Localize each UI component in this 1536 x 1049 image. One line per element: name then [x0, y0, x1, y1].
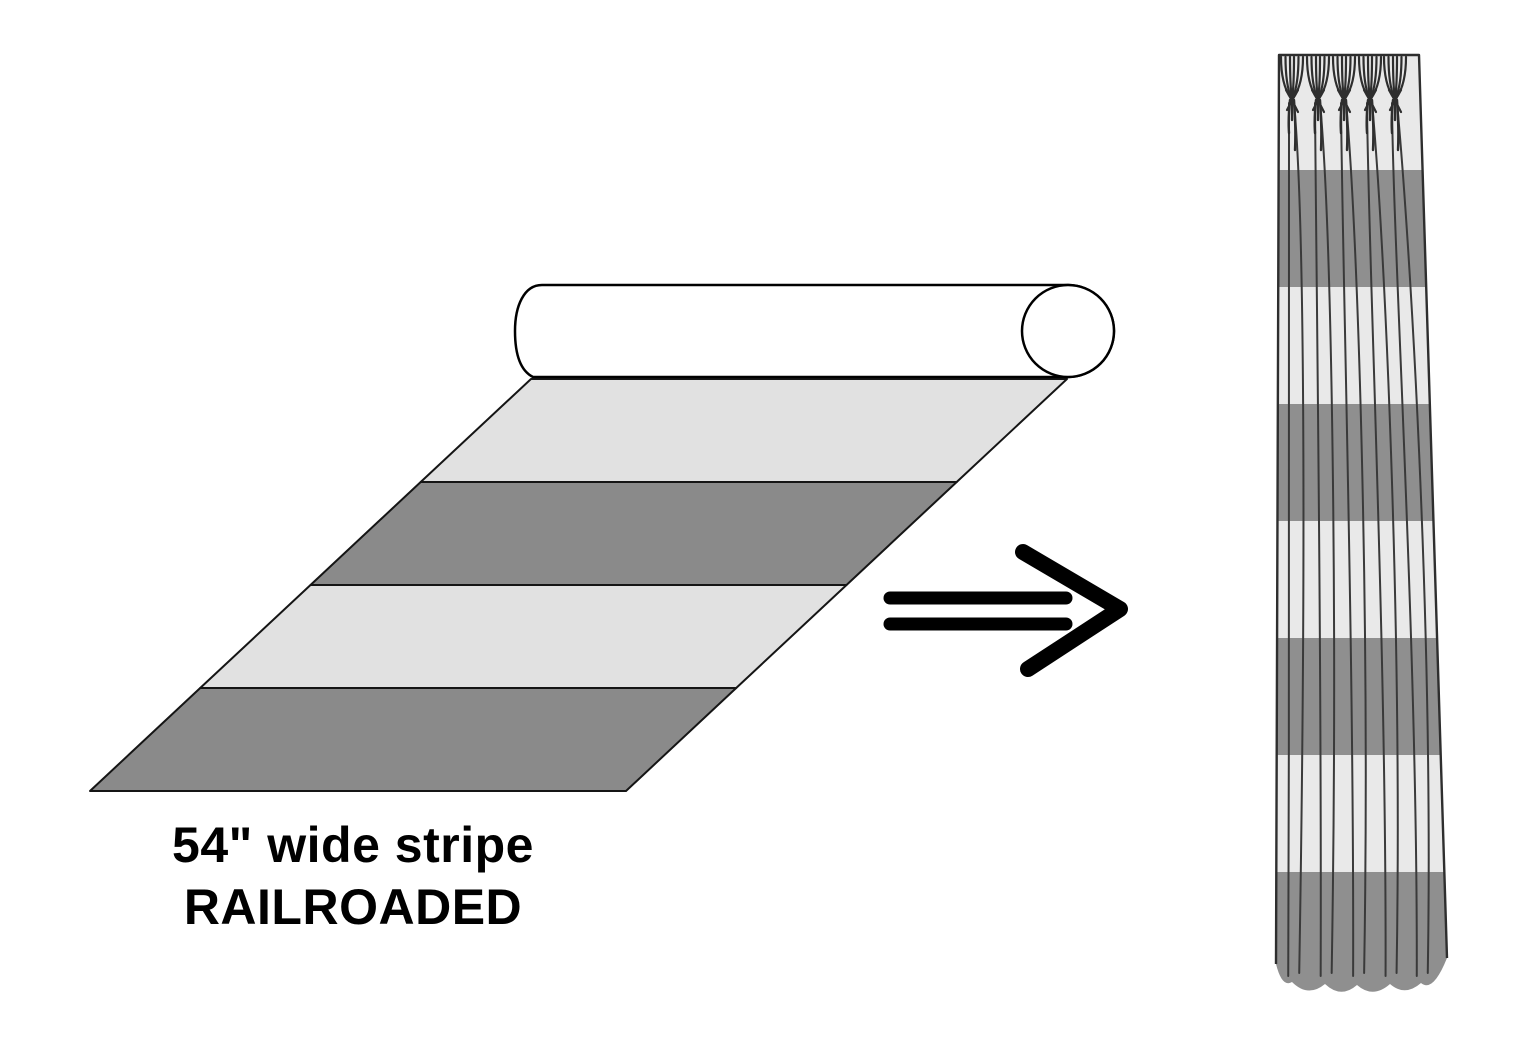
fabric-stripe-2-dark — [309, 481, 958, 586]
pinch-pleat-5 — [1382, 55, 1408, 152]
pleat-3-tail-right — [1344, 98, 1349, 152]
caption-line-1: 54" wide stripe — [172, 817, 534, 873]
right-arrow-icon — [883, 544, 1128, 677]
pleat-1-fan-line-4 — [1291, 55, 1296, 100]
pleat-4-tail-right — [1370, 98, 1375, 152]
pleat-1-tail-left — [1287, 98, 1292, 135]
pleat-5-tail-right — [1395, 98, 1400, 152]
curtain-outline — [1274, 53, 1449, 965]
pleat-4-fan-line-4 — [1369, 55, 1374, 100]
curtain-stripe-5-light — [1277, 521, 1438, 638]
curtain-fold-line-1a — [1287, 102, 1291, 977]
curtain-fold-line-3a — [1340, 102, 1355, 977]
curtain-fold-line-5a — [1391, 102, 1418, 977]
pinch-pleat-1 — [1279, 55, 1305, 152]
pinch-pleat-curtain — [1274, 53, 1449, 992]
curtain-stripe-3-light — [1277, 287, 1430, 404]
curtain-fold-line-5b — [1396, 102, 1430, 974]
caption: 54" wide stripe RAILROADED — [172, 817, 534, 935]
pleat-5-tail-left — [1390, 98, 1395, 135]
fabric-stripes — [89, 378, 1068, 792]
fabric-roll-end-circle — [1020, 283, 1116, 379]
curtain-fold-line-1b — [1293, 102, 1305, 974]
fabric-stripe-1-light — [419, 378, 1068, 483]
curtain-stripe-7-light — [1276, 755, 1445, 872]
curtain-pleats — [1279, 55, 1408, 152]
pleat-3-tail-left — [1339, 98, 1344, 135]
caption-line-2: RAILROADED — [184, 879, 522, 935]
curtain-fold-line-3b — [1345, 102, 1367, 974]
fabric-stripe-4-dark — [89, 687, 738, 792]
pinch-pleat-4 — [1357, 55, 1383, 152]
pleat-1-tail-right — [1292, 98, 1297, 152]
arrow-chevron — [1015, 544, 1128, 677]
curtain-fold-line-4b — [1371, 102, 1399, 974]
pleat-5-fan-line-4 — [1394, 55, 1399, 100]
curtain-stripe-6-dark — [1276, 638, 1441, 755]
curtain-fold-line-4a — [1366, 102, 1387, 977]
pleat-2-tail-right — [1318, 98, 1323, 152]
curtain-stripe-4-dark — [1277, 404, 1434, 521]
fabric-stripe-3-light — [199, 584, 848, 689]
fabric-roll-unrolled — [89, 283, 1116, 792]
pleat-3-fan-line-4 — [1343, 55, 1348, 100]
pleat-2-tail-left — [1313, 98, 1318, 135]
curtain-stripes — [1276, 55, 1447, 992]
pinch-pleat-3 — [1331, 55, 1357, 152]
pleat-4-tail-left — [1365, 98, 1370, 135]
curtain-fold-lines — [1287, 102, 1430, 977]
curtain-fold-line-2a — [1314, 102, 1322, 977]
curtain-stripe-8-dark-hem — [1276, 872, 1447, 992]
curtain-fold-line-2b — [1319, 102, 1336, 974]
pleat-2-fan-line-4 — [1317, 55, 1322, 100]
pinch-pleat-2 — [1305, 55, 1331, 152]
